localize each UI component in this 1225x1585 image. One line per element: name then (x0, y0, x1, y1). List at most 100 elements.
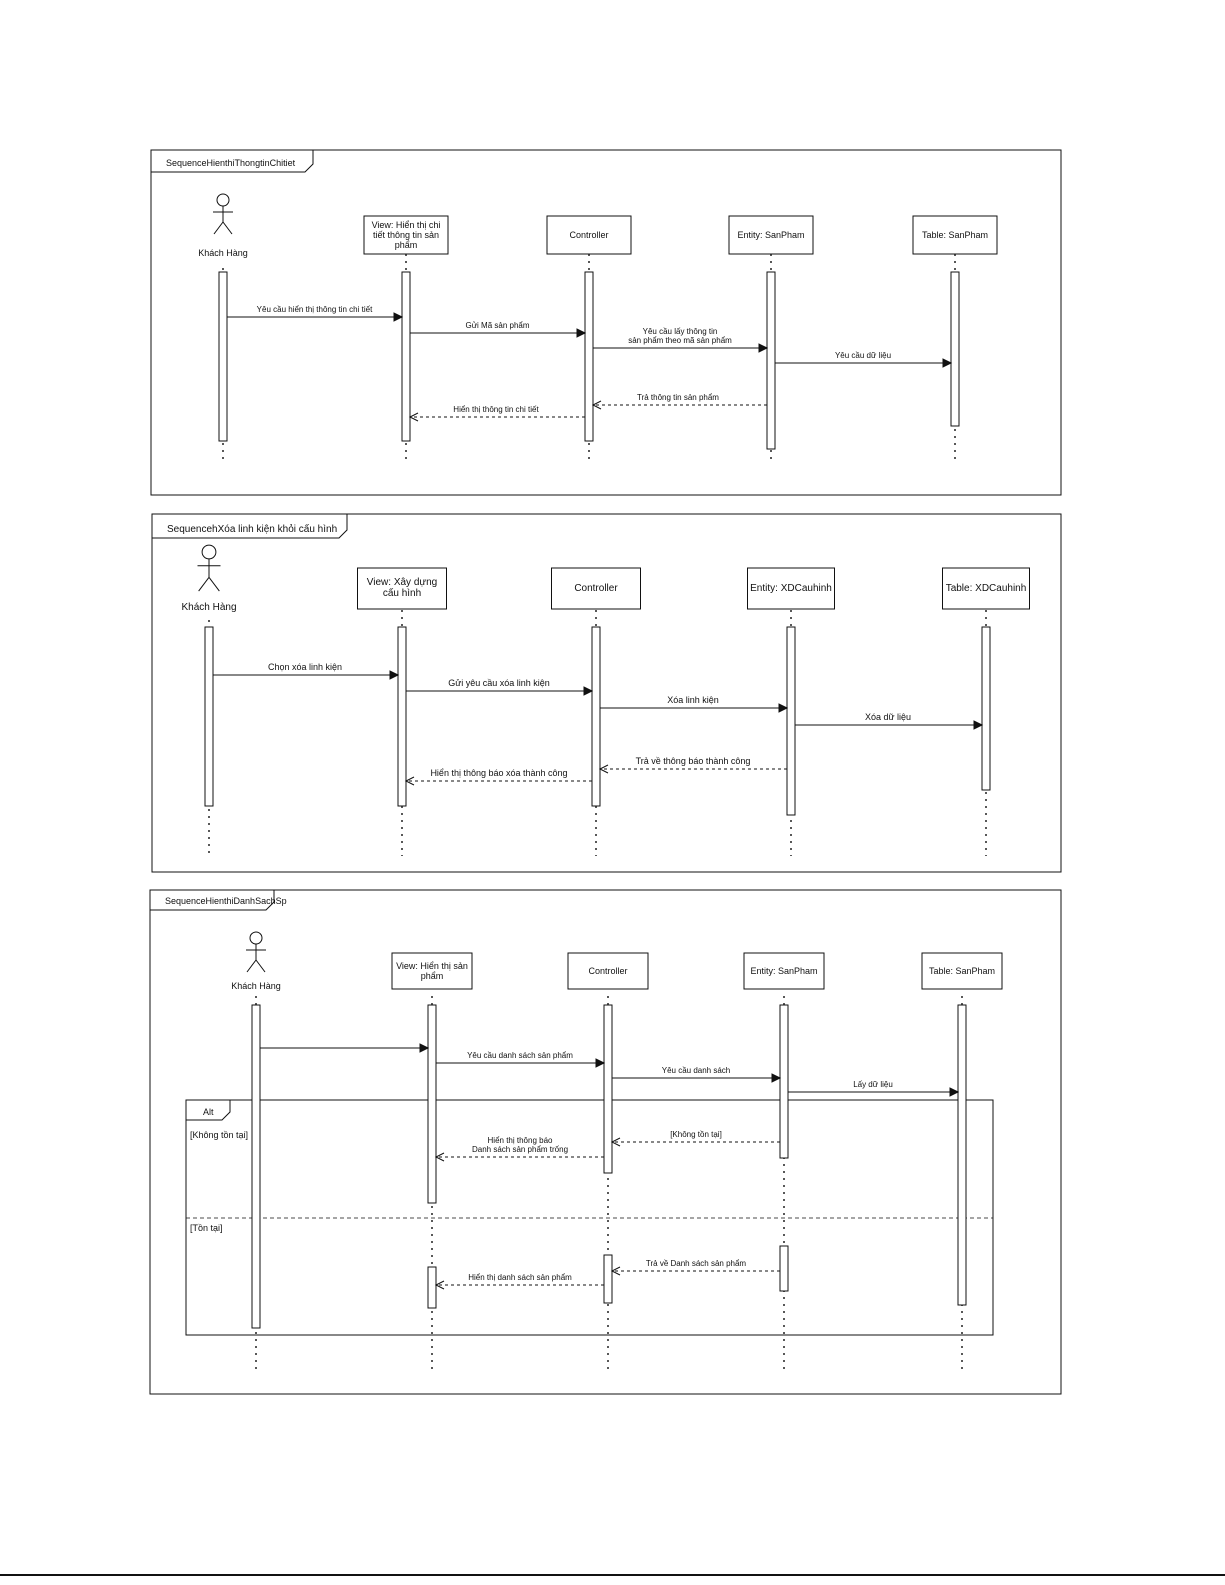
actor-head (216, 193, 230, 207)
participant-label: Entity: SanPham (750, 966, 817, 976)
message-arrowhead (404, 776, 415, 786)
activation-bar (786, 626, 796, 816)
activation-bar (779, 1004, 789, 1159)
frame-title-tab (152, 514, 348, 539)
message-arrowhead (591, 400, 602, 410)
message-label: [Không tồn tại] (670, 1130, 722, 1139)
message-label: Yêu cầu danh sách sản phẩm (467, 1051, 573, 1060)
alt-guard-exist: [Tồn tại] (190, 1223, 223, 1233)
message-arrowhead (583, 686, 594, 696)
activation-bar (950, 271, 960, 427)
participant-box (743, 952, 825, 990)
message-arrowhead (434, 1280, 445, 1290)
message-label: Gửi Mã sản phẩm (465, 321, 529, 330)
message-arrowhead (598, 764, 609, 774)
activation-bar (427, 1266, 437, 1309)
activation-bar (427, 1004, 437, 1204)
participant-box (551, 567, 641, 610)
activation-bar (218, 271, 228, 442)
alt-tab (186, 1100, 231, 1121)
message-arrowhead (419, 1043, 430, 1053)
activation-bar (251, 1004, 261, 1329)
participant-box (942, 567, 1030, 610)
page-bottom-rule (0, 1574, 1225, 1576)
message-label: Yêu cầu hiển thị thông tin chi tiết (257, 305, 373, 314)
message-arrowhead (576, 328, 587, 338)
activation-bar (981, 626, 991, 791)
actor-leg-left (246, 959, 257, 973)
message-label: Trả thông tin sản phẩm (637, 393, 719, 402)
diagram-frame (151, 513, 1062, 873)
participant-label: Entity: SanPham (737, 230, 804, 240)
alt-fragment (185, 1099, 994, 1336)
message-arrowhead (393, 312, 404, 322)
message-arrowhead (778, 703, 789, 713)
actor-head (249, 931, 263, 945)
diagram-title: SequenceHienthiDanhSachSp (165, 896, 287, 906)
participant-label: Entity: XDCauhinh (750, 583, 832, 594)
actor-leg-right (208, 576, 220, 592)
activation-bar (401, 271, 411, 442)
message-label: Trả về thông báo thành công (636, 756, 751, 766)
participant-label: Table: XDCauhinh (946, 583, 1027, 594)
activation-bar (591, 626, 601, 807)
diagram-title: SequencehXóa linh kiện khỏi cấu hình (167, 523, 337, 535)
diagram-title: SequenceHienthiThongtinChitiet (166, 158, 296, 168)
message-label: Gửi yêu cầu xóa linh kiện (448, 678, 550, 688)
participant-box (363, 215, 449, 255)
participant-box (921, 952, 1003, 990)
actor-leg-right (255, 959, 266, 973)
message-label: Trả về Danh sách sản phẩm (646, 1259, 747, 1268)
frame-title-tab (150, 890, 275, 911)
diagram-xoa-linh-kien: SequencehXóa linh kiện khỏi cấu hìnhKhác… (151, 513, 1062, 873)
diagram-frame (150, 149, 1062, 496)
message-arrowhead (973, 720, 984, 730)
frame-title-tab (151, 150, 314, 173)
message-arrowhead (758, 343, 769, 353)
participant-label: Table: SanPham (929, 966, 995, 976)
message-label: Hiển thị thông báo xóa thành công (430, 768, 567, 778)
message-label: Hiển thị danh sách sản phẩm (468, 1273, 572, 1282)
participant-label: Controller (588, 966, 627, 976)
message-label: Yêu cầu danh sách (662, 1066, 731, 1075)
participant-label: Controller (569, 230, 608, 240)
alt-label: Alt (203, 1107, 214, 1117)
activation-bar (766, 271, 776, 450)
actor-label: Khách Hàng (198, 248, 248, 258)
participant-box (357, 567, 447, 610)
activation-bar (584, 271, 594, 442)
participant-label: Table: SanPham (922, 230, 988, 240)
activation-bar (603, 1254, 613, 1304)
message-arrowhead (771, 1073, 782, 1083)
diagram-frame (149, 889, 1062, 1395)
actor-leg-right (222, 221, 233, 235)
message-arrowhead (610, 1266, 621, 1276)
activation-bar (779, 1245, 789, 1292)
actor-head (201, 544, 217, 560)
message-arrowhead (610, 1137, 621, 1147)
message-arrowhead (942, 358, 953, 368)
message-label: Xóa linh kiện (667, 695, 719, 705)
message-label: Chọn xóa linh kiện (268, 662, 342, 672)
actor-leg-left (198, 576, 210, 592)
message-label: Hiển thị thông tin chi tiết (453, 405, 539, 414)
alt-guard-not-exist: [Không tồn tại] (190, 1130, 248, 1140)
activation-bar (204, 626, 214, 807)
message-label: Yêu cầu dữ liệu (835, 351, 891, 360)
actor-label: Khách Hàng (181, 602, 236, 613)
actor-label: Khách Hàng (231, 981, 281, 991)
message-label: Lấy dữ liệu (853, 1080, 893, 1089)
message-arrowhead (595, 1058, 606, 1068)
message-arrowhead (408, 412, 419, 422)
participant-box (912, 215, 998, 255)
activation-bar (397, 626, 407, 807)
participant-label: Controller (574, 583, 618, 594)
activation-bar (603, 1004, 613, 1174)
